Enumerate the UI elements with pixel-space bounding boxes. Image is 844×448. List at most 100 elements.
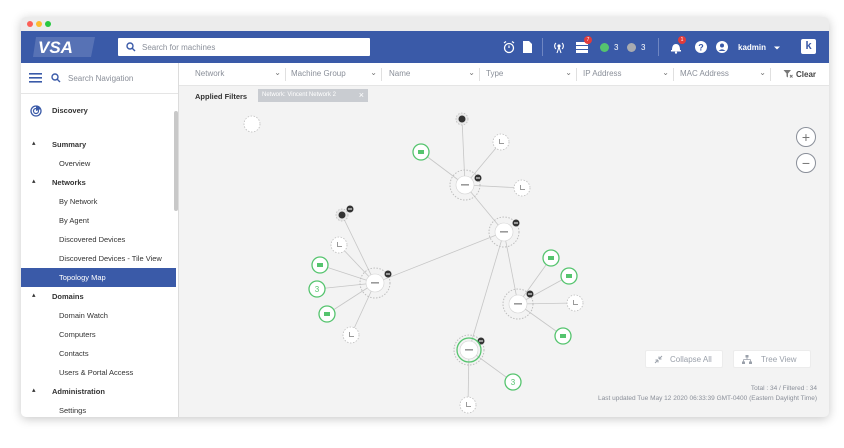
maximize-window-icon[interactable] [45,21,51,27]
nav-label: Topology Map [59,273,106,282]
nav-item-discovered-devices-tile-view[interactable]: Discovered Devices - Tile View [21,249,176,268]
nav-discovery[interactable]: Discovery [21,101,176,121]
nav-item-overview[interactable]: Overview [21,154,176,173]
zoom-out-button[interactable]: − [796,153,816,173]
last-updated: Last updated Tue May 12 2020 06:33:39 GM… [598,395,817,402]
offline-status-dot [627,43,636,52]
nav-discovery-label: Discovery [52,106,88,115]
clear-filters-button[interactable]: Clear [796,70,817,79]
collapsed-root-nodes[interactable] [335,112,469,222]
notification-bell-icon[interactable] [669,40,683,54]
unmanaged-device-nodes[interactable] [243,115,584,414]
machine-group-filter[interactable]: Machine Group⌄ [289,68,382,81]
network-filter[interactable]: Network⌄ [193,68,286,81]
nav-item-by-network[interactable]: By Network [21,192,176,211]
ip-address-filter-label: IP Address [583,69,622,78]
nav-item-computers[interactable]: Computers [21,325,176,344]
node-count-label: 3 [315,285,320,294]
nav-item-users-portal-access[interactable]: Users & Portal Access [21,363,176,382]
navigation-search[interactable]: Search Navigation [21,63,178,94]
nav-label: Discovered Devices - Tile View [59,254,162,263]
nav-label: Summary [52,140,87,149]
nav-item-contacts[interactable]: Contacts [21,344,176,363]
group-node-glyphs [371,184,522,351]
close-icon[interactable]: × [358,90,364,100]
topology-map-canvas[interactable]: 3 3 + − [179,105,829,417]
vsa-logo[interactable]: VSA [33,37,95,57]
ip-address-filter[interactable]: IP Address ⌄ [581,68,674,81]
nav-item-settings[interactable]: Settings [21,401,176,417]
nav-label: Computers [59,330,96,339]
group-node-centers[interactable] [365,175,528,360]
filter-bar: Network⌄ Machine Group⌄ Name⌄ Type⌄ IP A… [179,63,829,86]
radar-icon [30,105,42,117]
navigation-search-placeholder: Search Navigation [68,74,134,83]
title-bar [21,17,829,31]
mac-address-filter[interactable]: MAC Address⌄ [678,68,771,81]
chevron-down-icon: ⌄ [662,68,669,77]
document-icon[interactable] [520,40,534,54]
nav-section-domains[interactable]: ▴Domains [21,287,176,306]
collapse-icon [654,355,663,364]
nav-item-domain-watch[interactable]: Domain Watch [21,306,176,325]
nav-section-networks[interactable]: ▴ Networks [21,173,176,192]
browser-window: VSA Search for machines [21,17,829,417]
applied-filter-chip-label: Network: Vincent Network 2 [262,92,336,98]
network-filter-label: Network [195,69,225,78]
nav-label: Administration [52,387,105,396]
user-avatar-icon[interactable] [715,40,729,54]
nav-label: Settings [59,406,87,415]
online-status-dot [600,43,609,52]
hamburger-menu-icon[interactable] [29,73,42,83]
nav-item-discovered-devices[interactable]: Discovered Devices [21,230,176,249]
tree-view-button[interactable]: Tree View [733,350,811,368]
chevron-down-icon[interactable] [773,44,781,52]
svg-text:VSA: VSA [38,38,73,57]
name-filter-label: Name [389,69,411,78]
close-window-icon[interactable] [27,21,33,27]
collapse-toggles[interactable] [346,174,534,345]
notifications-badge: 1 [678,36,686,44]
alarm-clock-icon[interactable] [502,40,516,54]
name-filter[interactable]: Name ⌄ [387,68,480,81]
nav-item-by-agent[interactable]: By Agent [21,211,176,230]
type-filter[interactable]: Type⌄ [484,68,577,81]
nav-label: Networks [52,178,86,187]
svg-text:?: ? [698,43,704,53]
nav-section-administration[interactable]: ▴ Administration [21,382,176,401]
node-count-label: 3 [511,378,516,387]
kaseya-logo[interactable]: k [801,39,816,54]
chevron-up-icon[interactable]: ▴ [32,140,36,147]
clear-filter-icon[interactable] [783,69,793,79]
tickets-icon[interactable] [575,40,589,54]
applied-filter-chip[interactable]: Network: Vincent Network 2 × [258,89,368,102]
search-icon [51,73,61,83]
chevron-up-icon[interactable]: ▴ [32,178,36,185]
nav-label: Overview [59,159,91,168]
sidebar-scrollbar[interactable] [174,111,178,211]
search-icon [126,42,136,52]
tree-view-label: Tree View [761,355,797,364]
remote-control-icon[interactable] [552,40,566,54]
chevron-down-icon: ⌄ [565,68,572,77]
minimize-window-icon[interactable] [36,21,42,27]
topology-map[interactable]: 3 3 [179,105,829,417]
chevron-up-icon[interactable]: ▴ [32,292,36,299]
machine-search-input[interactable]: Search for machines [118,38,370,56]
nav-section-summary[interactable]: ▴ Summary [21,135,176,154]
collapse-all-label: Collapse All [670,355,712,364]
chevron-up-icon[interactable]: ▴ [32,387,36,394]
collapse-all-button[interactable]: Collapse All [645,350,723,368]
nav-item-topology-map[interactable]: Topology Map [21,268,176,287]
chevron-down-icon: ⌄ [468,68,475,77]
username[interactable]: kadmin [738,43,767,52]
managed-device-nodes[interactable] [308,143,578,391]
topology-links [316,118,576,406]
offline-count: 3 [641,43,646,52]
search-placeholder: Search for machines [142,43,216,52]
tickets-badge: 7 [584,36,592,44]
help-icon[interactable]: ? [694,40,708,54]
zoom-in-button[interactable]: + [796,127,816,147]
managed-device-glyphs [317,150,572,338]
